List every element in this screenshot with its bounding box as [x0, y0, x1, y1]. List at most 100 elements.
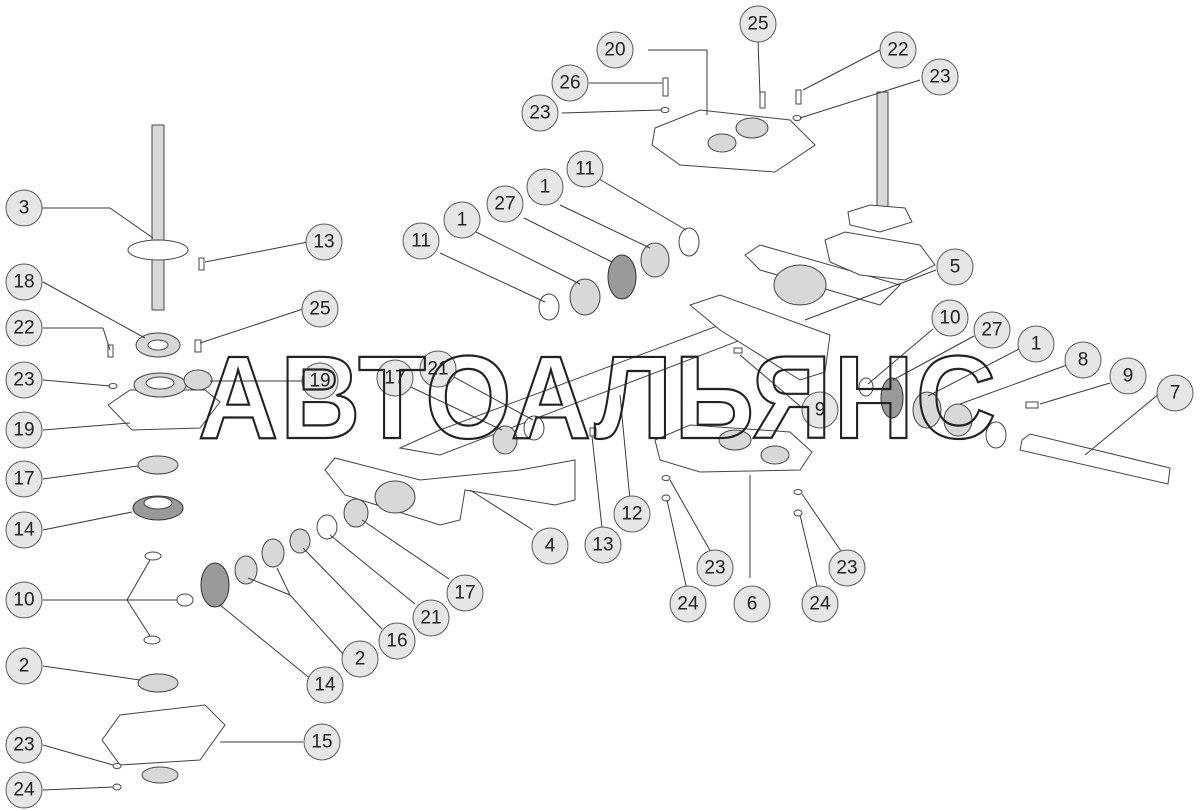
callout-6: 6: [733, 585, 771, 623]
callout-16: 16: [378, 622, 416, 660]
gear-27-b: [880, 377, 904, 419]
callout-26: 26: [551, 64, 589, 102]
callout-23: 23: [5, 361, 43, 399]
left-shaft-flange: [127, 239, 189, 261]
svg-text:17: 17: [454, 583, 475, 604]
svg-text:21: 21: [420, 608, 441, 629]
lower-cover-15: [101, 704, 226, 766]
callout-2: 2: [341, 640, 379, 678]
bevel-gear-14-mid: [200, 562, 230, 608]
svg-text:23: 23: [13, 735, 34, 756]
callout-8: 8: [1064, 341, 1102, 379]
svg-text:17: 17: [384, 368, 405, 389]
svg-text:12: 12: [621, 504, 642, 525]
bearing-2-lower: [137, 673, 179, 693]
washer-8: [985, 421, 1007, 449]
callouts: 20 25 22 26 23 23 11 1 27 1 11 3 13 5 18…: [5, 5, 1194, 809]
left-gear-housing: [107, 389, 221, 431]
svg-text:3: 3: [19, 198, 30, 219]
svg-text:10: 10: [939, 308, 960, 329]
svg-text:9: 9: [815, 400, 826, 421]
callout-10: 10: [5, 581, 43, 619]
svg-text:23: 23: [836, 558, 857, 579]
svg-text:22: 22: [13, 318, 34, 339]
callout-23: 23: [828, 549, 866, 587]
callout-18: 18: [5, 263, 43, 301]
svg-text:11: 11: [575, 159, 595, 180]
svg-text:23: 23: [529, 103, 550, 124]
callout-15: 15: [303, 723, 341, 761]
gear-27-a: [607, 254, 637, 300]
callout-17: 17: [376, 359, 414, 397]
callout-9: 9: [1109, 357, 1147, 395]
bearing-1-c: [912, 391, 942, 429]
callout-13: 13: [584, 526, 622, 564]
svg-text:24: 24: [677, 594, 699, 615]
callout-22: 22: [879, 31, 917, 69]
callout-23: 23: [921, 58, 959, 96]
svg-text:18: 18: [13, 272, 34, 293]
svg-text:24: 24: [13, 780, 35, 801]
svg-text:16: 16: [386, 631, 407, 652]
svg-text:14: 14: [13, 520, 35, 541]
svg-text:22: 22: [887, 40, 908, 61]
svg-text:26: 26: [559, 73, 580, 94]
svg-text:27: 27: [981, 320, 1002, 341]
svg-text:11: 11: [411, 231, 431, 252]
callout-25: 25: [301, 290, 339, 328]
svg-text:4: 4: [545, 536, 556, 557]
svg-text:13: 13: [592, 535, 613, 556]
callout-2: 2: [5, 647, 43, 685]
callout-11: 11: [402, 222, 440, 260]
watermark-text: АВТОАЛЬЯНС: [198, 332, 998, 464]
svg-text:10: 10: [13, 590, 34, 611]
svg-text:2: 2: [355, 649, 366, 670]
svg-text:2: 2: [19, 656, 30, 677]
svg-text:1: 1: [457, 210, 468, 231]
bearing-1-a: [569, 278, 601, 316]
callout-3: 3: [5, 189, 43, 227]
callout-21: 21: [412, 599, 450, 637]
callout-24: 24: [801, 585, 839, 623]
callout-27: 27: [973, 311, 1011, 349]
callout-17: 17: [446, 574, 484, 612]
svg-text:24: 24: [809, 594, 831, 615]
svg-text:19: 19: [13, 420, 34, 441]
svg-text:17: 17: [13, 469, 34, 490]
svg-text:13: 13: [313, 232, 334, 253]
callout-12: 12: [613, 495, 651, 533]
callout-21: 21: [419, 350, 457, 388]
leader-lines: [40, 39, 1161, 791]
callout-14: 14: [5, 511, 43, 549]
washer-11-left: [538, 293, 560, 321]
svg-text:23: 23: [929, 67, 950, 88]
svg-text:6: 6: [747, 594, 758, 615]
bearing-1-b: [640, 242, 670, 278]
callout-7: 7: [1156, 374, 1194, 412]
callout-10: 10: [931, 299, 969, 337]
svg-text:25: 25: [309, 299, 330, 320]
svg-text:7: 7: [1170, 383, 1181, 404]
svg-text:20: 20: [604, 40, 625, 61]
svg-text:23: 23: [704, 558, 725, 579]
svg-text:21: 21: [427, 359, 448, 380]
svg-text:15: 15: [311, 732, 332, 753]
washer-11-right: [678, 227, 700, 257]
callout-11: 11: [566, 150, 604, 188]
callout-1: 1: [443, 201, 481, 239]
svg-text:1: 1: [1031, 334, 1042, 355]
callout-13: 13: [305, 223, 343, 261]
svg-text:19: 19: [309, 371, 330, 392]
callout-20: 20: [596, 31, 634, 69]
bracket-5-bottom: [688, 294, 831, 381]
callout-19: 19: [5, 411, 43, 449]
callout-23: 23: [5, 726, 43, 764]
callout-22: 22: [5, 309, 43, 347]
parts-drawing: [101, 77, 1171, 791]
callout-17: 17: [5, 460, 43, 498]
callout-24: 24: [669, 585, 707, 623]
svg-text:14: 14: [314, 675, 336, 696]
svg-text:1: 1: [540, 177, 551, 198]
callout-4: 4: [531, 527, 569, 565]
